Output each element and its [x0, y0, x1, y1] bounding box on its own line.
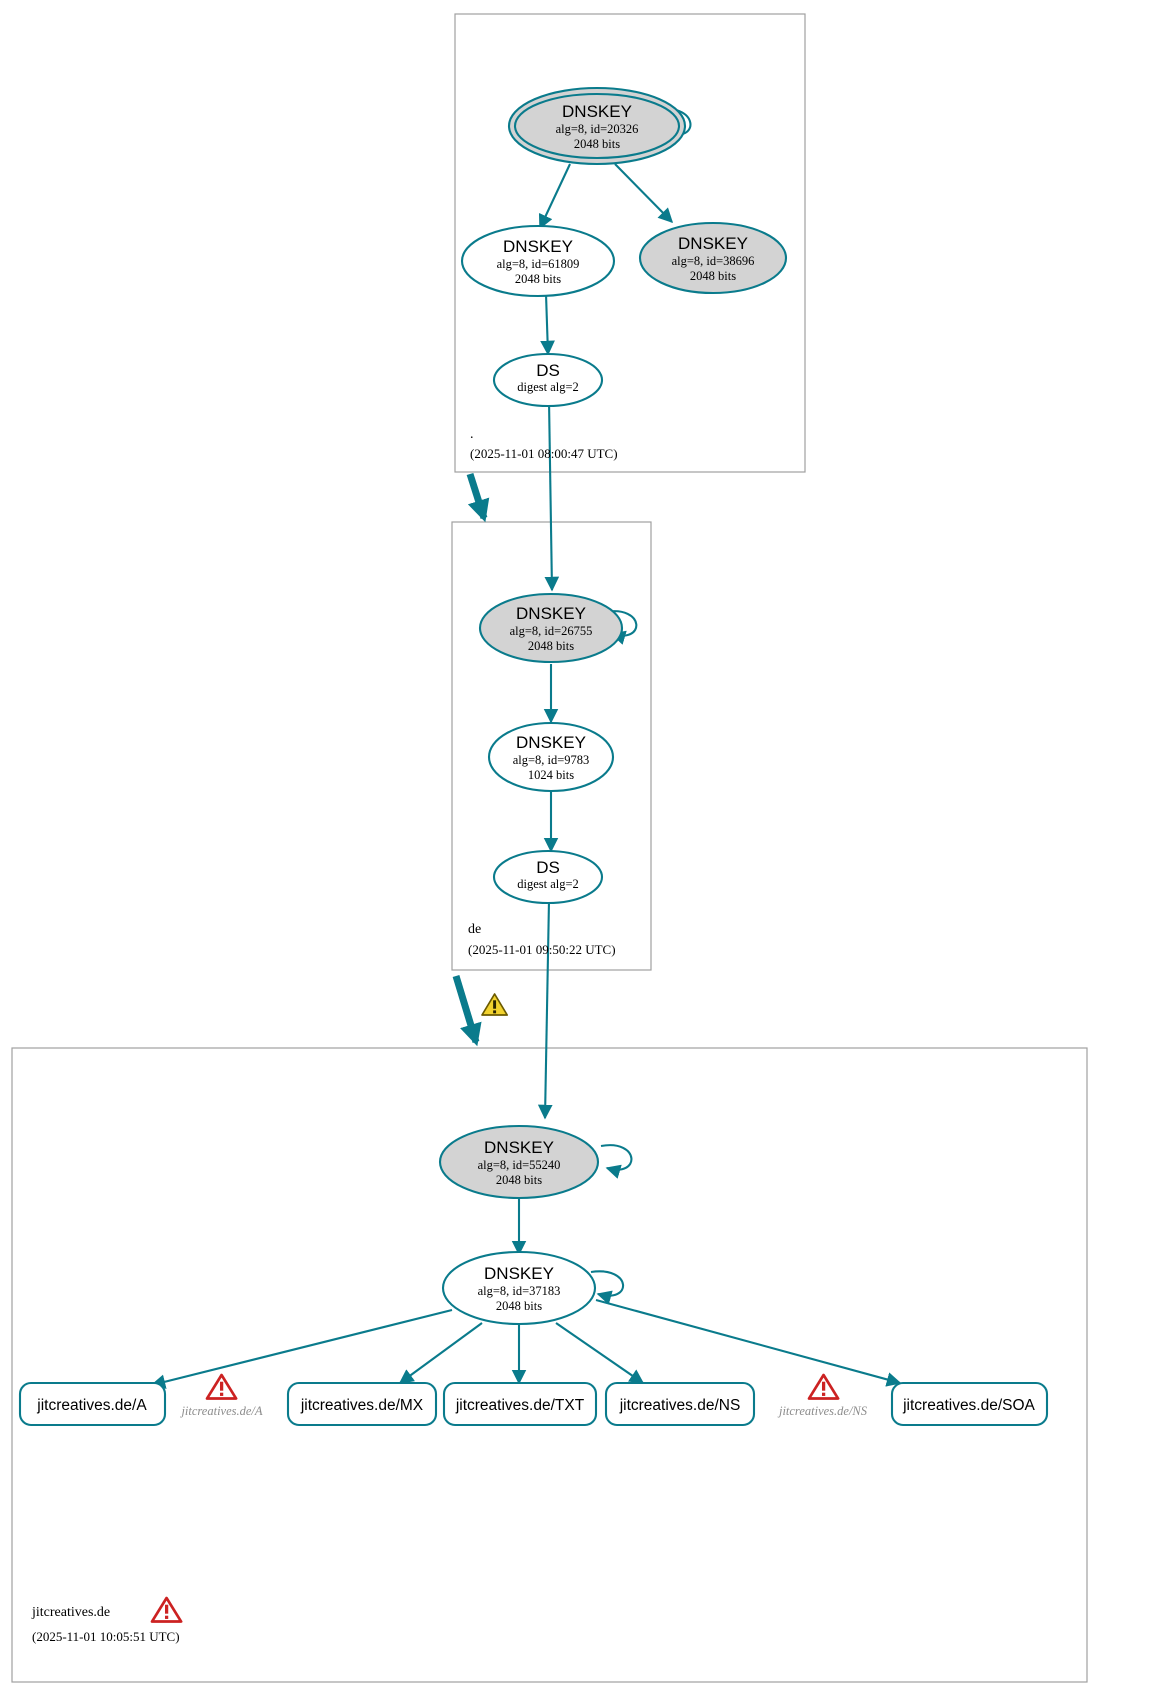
node-ds-root[interactable]: DS digest alg=2: [492, 352, 604, 408]
zone-label-root: .: [470, 427, 474, 442]
node-dnskey-de-9783[interactable]: DNSKEY alg=8, id=9783 1024 bits: [487, 721, 615, 793]
node-keyinfo: alg=8, id=37183: [478, 1284, 561, 1298]
node-keysize: 1024 bits: [528, 768, 574, 782]
edge-zsk-to-rrset-a: [150, 1308, 453, 1389]
edge-zsk-to-rrset-soa: [595, 1298, 902, 1387]
edge-jit-ksk-self-sign: [600, 1144, 633, 1179]
edge-zsk-to-rrset-ns: [555, 1322, 645, 1384]
warning-triangle-icon-rrset-a: [205, 1373, 238, 1400]
node-title: DS: [536, 361, 560, 380]
node-title: DNSKEY: [516, 733, 586, 752]
node-keyinfo: alg=8, id=61809: [497, 257, 580, 271]
rrset-label: jitcreatives.de/TXT: [455, 1397, 585, 1414]
warning-triangle-icon-rrset-ns: [807, 1373, 840, 1400]
warning-label-rrset-a: jitcreatives.de/A: [179, 1404, 262, 1418]
node-dnskey-jitcreatives-37183[interactable]: DNSKEY alg=8, id=37183 2048 bits: [441, 1250, 597, 1326]
node-title: DNSKEY: [484, 1264, 554, 1283]
node-title: DNSKEY: [503, 237, 573, 256]
edge-root-ksk-to-dnskey38696: [614, 163, 674, 224]
node-digest: digest alg=2: [517, 380, 579, 394]
rrset-jitcreatives-de-a[interactable]: jitcreatives.de/A: [18, 1381, 167, 1427]
zone-label-jitcreatives: jitcreatives.de: [31, 1605, 110, 1620]
node-keyinfo: alg=8, id=38696: [672, 254, 755, 268]
node-keyinfo: alg=8, id=20326: [556, 122, 639, 136]
warning-triangle-icon-zone-jitcreatives: [150, 1596, 183, 1623]
node-dnskey-root-38696[interactable]: DNSKEY alg=8, id=38696 2048 bits: [638, 221, 788, 295]
warning-triangle-icon-delegation: [481, 993, 509, 1016]
node-digest: digest alg=2: [517, 877, 579, 891]
node-keyinfo: alg=8, id=9783: [513, 753, 590, 767]
node-keysize: 2048 bits: [528, 639, 574, 653]
zone-label-de: de: [468, 922, 481, 937]
edge-zsk-to-rrset-mx: [398, 1322, 483, 1384]
node-keysize: 2048 bits: [515, 272, 561, 286]
node-keysize: 2048 bits: [496, 1173, 542, 1187]
rrset-label: jitcreatives.de/SOA: [902, 1397, 1035, 1414]
warning-label-rrset-ns: jitcreatives.de/NS: [777, 1404, 868, 1418]
node-keysize: 2048 bits: [496, 1299, 542, 1313]
node-dnskey-root-20326[interactable]: DNSKEY alg=8, id=20326 2048 bits: [507, 86, 687, 166]
node-title: DNSKEY: [484, 1138, 554, 1157]
node-title: DS: [536, 858, 560, 877]
edge-root-ksk-to-zsk61809: [538, 163, 571, 230]
rrset-jitcreatives-de-ns[interactable]: jitcreatives.de/NS: [604, 1381, 756, 1427]
rrset-jitcreatives-de-soa[interactable]: jitcreatives.de/SOA: [890, 1381, 1049, 1427]
rrset-jitcreatives-de-txt[interactable]: jitcreatives.de/TXT: [442, 1381, 598, 1427]
zone-timestamp-de: (2025-11-01 09:50:22 UTC): [468, 942, 616, 957]
node-title: DNSKEY: [516, 604, 586, 623]
node-keysize: 2048 bits: [690, 269, 736, 283]
node-keysize: 2048 bits: [574, 137, 620, 151]
rrset-label: jitcreatives.de/NS: [619, 1397, 741, 1414]
node-title: DNSKEY: [562, 102, 632, 121]
rrset-jitcreatives-de-mx[interactable]: jitcreatives.de/MX: [286, 1381, 438, 1427]
zone-timestamp-jitcreatives: (2025-11-01 10:05:51 UTC): [32, 1629, 180, 1644]
delegation-edge-root-to-de: [466, 472, 490, 523]
node-dnskey-jitcreatives-55240[interactable]: DNSKEY alg=8, id=55240 2048 bits: [438, 1124, 600, 1200]
node-dnskey-root-61809[interactable]: DNSKEY alg=8, id=61809 2048 bits: [460, 224, 616, 298]
rrset-label: jitcreatives.de/A: [36, 1397, 147, 1414]
delegation-edge-de-to-jitcreatives: [452, 974, 482, 1047]
node-keyinfo: alg=8, id=26755: [510, 624, 593, 638]
zone-timestamp-root: (2025-11-01 08:00:47 UTC): [470, 446, 618, 461]
node-ds-de[interactable]: DS digest alg=2: [492, 849, 604, 905]
rrset-label: jitcreatives.de/MX: [300, 1397, 424, 1414]
edge-jit-zsk-self-sign: [590, 1270, 625, 1305]
edge-root-ds-to-de-dnskey: [544, 399, 560, 592]
node-title: DNSKEY: [678, 234, 748, 253]
node-keyinfo: alg=8, id=55240: [478, 1158, 561, 1172]
edge-de-ds-to-jitcreatives-dnskey: [537, 899, 553, 1120]
node-dnskey-de-26755[interactable]: DNSKEY alg=8, id=26755 2048 bits: [478, 592, 624, 664]
edge-root-zsk-to-ds: [540, 293, 555, 356]
